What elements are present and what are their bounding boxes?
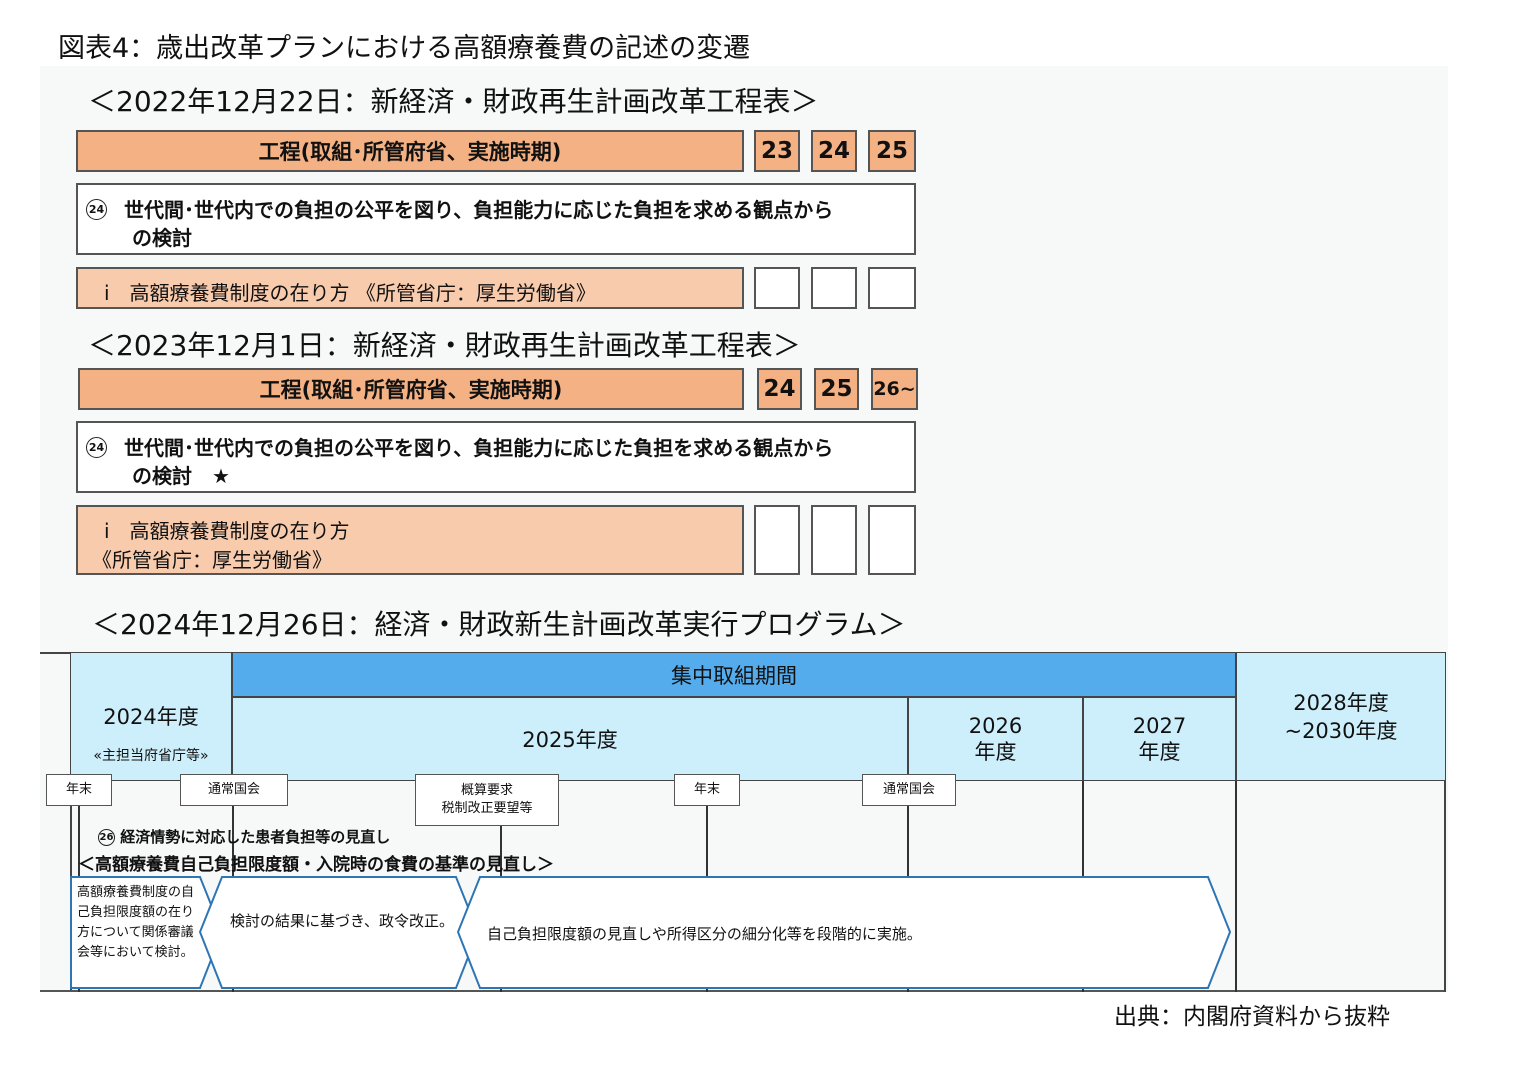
subitem-line1: ⅰ 高額療養費制度の在り方 bbox=[104, 519, 350, 543]
figure-title: 図表4：歳出改革プランにおける高額療養費の記述の変遷 bbox=[58, 33, 751, 64]
section1-year-cell bbox=[754, 267, 800, 309]
section2-header: 工程(取組･所管府省、実施時期) bbox=[78, 368, 744, 410]
timeline-tag: 年末 bbox=[674, 774, 740, 806]
grid-line bbox=[40, 652, 70, 654]
section2-year-cell bbox=[868, 505, 916, 575]
item-text: 世代間･世代内での負担の公平を図り、負担能力に応じた負担を求める観点から bbox=[124, 436, 834, 460]
section2-year: 25 bbox=[814, 368, 859, 410]
timeline-line bbox=[1235, 781, 1237, 992]
section2-item: 24 世代間･世代内での負担の公平を図り、負担能力に応じた負担を求める観点から … bbox=[76, 421, 916, 493]
section2-year: 26~ bbox=[871, 368, 918, 410]
section1-year-cell bbox=[868, 267, 916, 309]
section1-item: 24 世代間･世代内での負担の公平を図り、負担能力に応じた負担を求める観点から … bbox=[76, 183, 916, 255]
section2-heading: ＜2023年12月1日：新経済・財政再生計画改革工程表＞ bbox=[88, 329, 801, 362]
timeline-tag: 通常国会 bbox=[862, 774, 956, 806]
process-arrows bbox=[70, 876, 1232, 989]
section2-year-cell bbox=[811, 505, 857, 575]
item-number: 26 bbox=[98, 829, 115, 846]
fy2024-sublabel: «主担当府省庁等» bbox=[93, 748, 209, 764]
section1-year: 24 bbox=[811, 130, 857, 172]
item-text-cont: の検討 bbox=[132, 226, 192, 250]
arrow-step2 bbox=[198, 876, 480, 989]
timeline-tag: 年末 bbox=[46, 774, 112, 806]
section3-item: 26 経済情勢に対応した患者負担等の見直し bbox=[98, 826, 390, 847]
section2-year-cell bbox=[754, 505, 800, 575]
arrow-step3 bbox=[456, 876, 1232, 989]
arrow3-text: 自己負担限度額の見直しや所得区分の細分化等を段階的に実施。 bbox=[487, 925, 922, 943]
fy2028-cell: 2028年度 ~2030年度 bbox=[1236, 652, 1446, 781]
fy2024-label: 2024年度 bbox=[103, 705, 199, 729]
item-text-cont: の検討 ★ bbox=[132, 464, 230, 488]
grid-line bbox=[1444, 652, 1446, 992]
section1-year: 23 bbox=[754, 130, 800, 172]
grid-line bbox=[40, 990, 1444, 992]
section3-subitem: ＜高額療養費自己負担限度額・入院時の食費の基準の見直し＞ bbox=[78, 855, 554, 875]
arrow2-text: 検討の結果に基づき、政令改正。 bbox=[230, 912, 454, 930]
item-title: 経済情勢に対応した患者負担等の見直し bbox=[120, 828, 391, 846]
subitem-line2: 《所管省庁：厚生労働省》 bbox=[92, 548, 332, 572]
fy2026-cell: 2026 年度 bbox=[908, 697, 1083, 781]
section2-year: 24 bbox=[757, 368, 802, 410]
item-number: 24 bbox=[86, 196, 107, 220]
section1-subitem: ⅰ 高額療養費制度の在り方 《所管省庁：厚生労働省》 bbox=[76, 267, 744, 309]
timeline-tag: 概算要求 税制改正要望等 bbox=[415, 774, 559, 826]
section1-heading: ＜2022年12月22日：新経済・財政再生計画改革工程表＞ bbox=[88, 85, 819, 118]
focus-period-header: 集中取組期間 bbox=[232, 652, 1236, 697]
item-text: 世代間･世代内での負担の公平を図り、負担能力に応じた負担を求める観点から bbox=[124, 198, 834, 222]
section2-subitem: ⅰ 高額療養費制度の在り方 《所管省庁：厚生労働省》 bbox=[76, 505, 744, 575]
grid-line bbox=[70, 652, 72, 992]
source-note: 出典：内閣府資料から抜粋 bbox=[1114, 1004, 1390, 1030]
item-number: 24 bbox=[86, 434, 107, 458]
fy2027-cell: 2027 年度 bbox=[1083, 697, 1236, 781]
section1-year-cell bbox=[811, 267, 857, 309]
fy2025-cell: 2025年度 bbox=[232, 697, 908, 781]
timeline-tag: 通常国会 bbox=[180, 774, 288, 806]
fy2024-cell: 2024年度 «主担当府省庁等» bbox=[70, 652, 232, 781]
section3-heading: ＜2024年12月26日：経済・財政新生計画改革実行プログラム＞ bbox=[92, 608, 906, 641]
section1-year: 25 bbox=[868, 130, 916, 172]
arrow1-text: 高額療養費制度の自己負担限度額の在り方について関係審議会等において検討。 bbox=[77, 885, 195, 960]
section1-header: 工程(取組･所管府省、実施時期) bbox=[76, 130, 744, 172]
